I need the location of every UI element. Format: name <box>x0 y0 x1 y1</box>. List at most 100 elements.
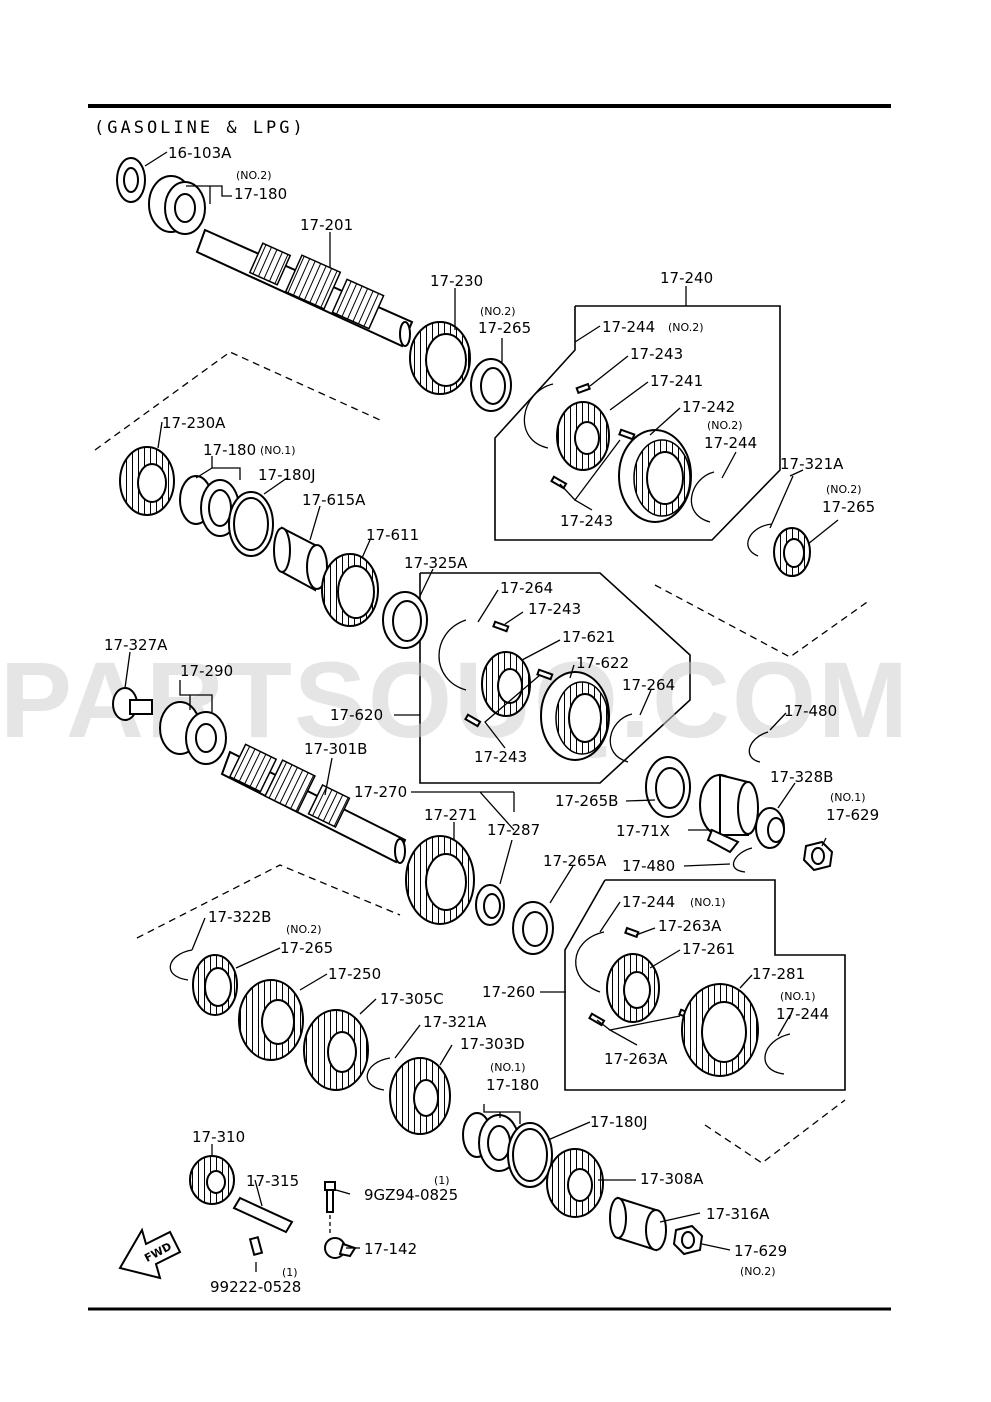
label-17-281[interactable]: 17-281 <box>752 965 805 983</box>
label-17-621[interactable]: 17-621 <box>562 628 615 646</box>
label-17-243-c[interactable]: 17-243 <box>528 600 581 618</box>
part-labels: 16-103A (NO.2) 17-180 17-201 17-230 (NO.… <box>104 144 879 1296</box>
label-17-142[interactable]: 17-142 <box>364 1240 417 1258</box>
label-17-316A[interactable]: 17-316A <box>706 1205 770 1223</box>
part-17-321A-ring-b <box>366 1057 391 1091</box>
label-17-265B[interactable]: 17-265B <box>555 792 618 810</box>
label-17-244-c[interactable]: 17-244 <box>622 893 675 911</box>
label-17-308A[interactable]: 17-308A <box>640 1170 704 1188</box>
part-17-310-gear <box>189 1155 235 1205</box>
label-17-240[interactable]: 17-240 <box>660 269 713 287</box>
label-17-265-c[interactable]: 17-265 <box>280 939 333 957</box>
label-17-201[interactable]: 17-201 <box>300 216 353 234</box>
part-17-480-clip-b <box>732 847 753 873</box>
tag-17-180-no1-c: (NO.1) <box>490 1061 526 1074</box>
label-17-180-a[interactable]: 17-180 <box>234 185 287 203</box>
page-title: (GASOLINE & LPG) <box>94 118 306 138</box>
label-16-103A[interactable]: 16-103A <box>168 144 232 162</box>
part-17-611-gear <box>321 553 379 627</box>
label-17-180J-b[interactable]: 17-180J <box>590 1113 648 1131</box>
label-17-244-d[interactable]: 17-244 <box>776 1005 829 1023</box>
label-17-310[interactable]: 17-310 <box>192 1128 245 1146</box>
part-17-180J-shim-b <box>507 1122 553 1188</box>
label-17-241[interactable]: 17-241 <box>650 372 703 390</box>
part-17-328B-shape <box>755 807 785 849</box>
label-17-263A-b[interactable]: 17-263A <box>604 1050 668 1068</box>
label-17-328B[interactable]: 17-328B <box>770 768 833 786</box>
label-17-615A[interactable]: 17-615A <box>302 491 366 509</box>
label-17-264-a[interactable]: 17-264 <box>500 579 553 597</box>
part-17-240-contents <box>523 382 715 523</box>
label-17-620[interactable]: 17-620 <box>330 706 383 724</box>
label-17-71X[interactable]: 17-71X <box>616 822 670 840</box>
tag-17-629-no2: (NO.2) <box>740 1265 776 1278</box>
label-17-230A[interactable]: 17-230A <box>162 414 226 432</box>
label-99222-0528[interactable]: 99222-0528 <box>210 1278 301 1296</box>
label-17-265-b[interactable]: 17-265 <box>822 498 875 516</box>
label-17-180J-a[interactable]: 17-180J <box>258 466 316 484</box>
dashed-box-upper-left <box>94 351 381 451</box>
label-17-629-b[interactable]: 17-629 <box>734 1242 787 1260</box>
label-17-321A-b[interactable]: 17-321A <box>423 1013 487 1031</box>
part-17-316A-sleeve <box>609 1196 667 1252</box>
part-17-321A-ring-a <box>747 523 811 577</box>
part-17-265B-ring <box>645 756 691 818</box>
dashed-box-lower-right <box>704 1099 846 1164</box>
part-17-265-ring-c <box>192 954 238 1016</box>
label-17-244-b[interactable]: 17-244 <box>704 434 757 452</box>
label-17-265A[interactable]: 17-265A <box>543 852 607 870</box>
label-9GZ94-0825[interactable]: 9GZ94-0825 <box>364 1186 458 1204</box>
part-17-180-no2-shape <box>148 175 206 235</box>
label-17-180-c[interactable]: 17-180 <box>486 1076 539 1094</box>
label-17-250[interactable]: 17-250 <box>328 965 381 983</box>
label-17-243-a[interactable]: 17-243 <box>630 345 683 363</box>
label-17-271[interactable]: 17-271 <box>424 806 477 824</box>
qty-99222: (1) <box>282 1266 298 1279</box>
label-17-290[interactable]: 17-290 <box>180 662 233 680</box>
tag-17-244-no2-b: (NO.2) <box>707 419 743 432</box>
label-17-261[interactable]: 17-261 <box>682 940 735 958</box>
part-17-305C-gear <box>303 1009 369 1091</box>
part-17-480-clip-a <box>748 731 769 763</box>
part-17-265-ring-a <box>470 358 512 412</box>
part-16-103A-shape <box>116 157 146 203</box>
label-17-230[interactable]: 17-230 <box>430 272 483 290</box>
part-17-201-shaft <box>195 228 414 348</box>
group-box-17-240 <box>494 305 781 541</box>
part-17-287-ring <box>475 884 505 926</box>
label-17-303D[interactable]: 17-303D <box>460 1035 525 1053</box>
label-17-264-b[interactable]: 17-264 <box>622 676 675 694</box>
label-17-480-a[interactable]: 17-480 <box>784 702 837 720</box>
label-17-321A-a[interactable]: 17-321A <box>780 455 844 473</box>
label-17-325A[interactable]: 17-325A <box>404 554 468 572</box>
label-17-263A-a[interactable]: 17-263A <box>658 917 722 935</box>
label-17-265-a[interactable]: 17-265 <box>478 319 531 337</box>
label-17-611[interactable]: 17-611 <box>366 526 419 544</box>
label-17-243-b[interactable]: 17-243 <box>560 512 613 530</box>
label-17-270[interactable]: 17-270 <box>354 783 407 801</box>
label-17-243-d[interactable]: 17-243 <box>474 748 527 766</box>
label-17-287[interactable]: 17-287 <box>487 821 540 839</box>
dashed-box-right <box>654 584 871 658</box>
label-17-180-b[interactable]: 17-180 <box>203 441 256 459</box>
label-17-327A[interactable]: 17-327A <box>104 636 168 654</box>
tag-17-244-no1-d: (NO.1) <box>780 990 816 1003</box>
label-17-301B[interactable]: 17-301B <box>304 740 367 758</box>
part-17-615A-sleeve <box>273 526 328 592</box>
label-17-244-a[interactable]: 17-244 <box>602 318 655 336</box>
part-17-308A-gear <box>546 1148 604 1218</box>
tag-17-265-no2-b: (NO.2) <box>826 483 862 496</box>
label-17-305C[interactable]: 17-305C <box>380 990 444 1008</box>
label-17-629-a[interactable]: 17-629 <box>826 806 879 824</box>
tag-17-265-no2-a: (NO.2) <box>480 305 516 318</box>
label-17-315[interactable]: 17-315 <box>246 1172 299 1190</box>
part-99222-pin <box>248 1236 264 1256</box>
label-17-242[interactable]: 17-242 <box>682 398 735 416</box>
fwd-arrow-icon: FWD <box>118 1227 182 1280</box>
label-17-260[interactable]: 17-260 <box>482 983 535 1001</box>
group-box-17-260 <box>564 879 846 1091</box>
label-17-622[interactable]: 17-622 <box>576 654 629 672</box>
label-17-322B[interactable]: 17-322B <box>208 908 271 926</box>
label-17-480-b[interactable]: 17-480 <box>622 857 675 875</box>
